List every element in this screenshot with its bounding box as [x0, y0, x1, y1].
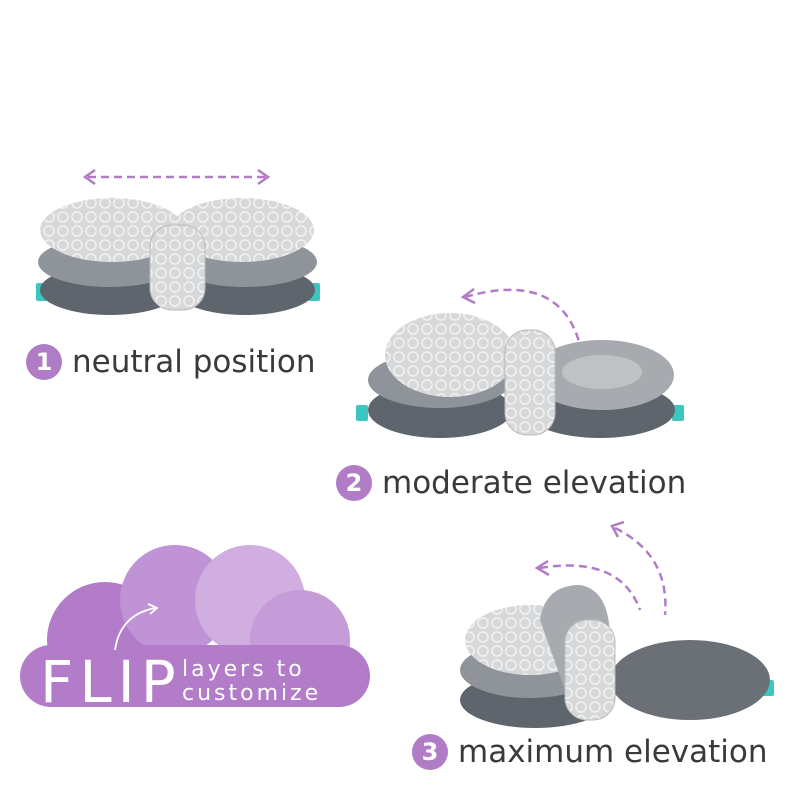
flip-badge-shape — [20, 545, 370, 707]
step-1-label: 1 neutral position — [26, 344, 316, 380]
step-3-label: 3 maximum elevation — [412, 734, 768, 770]
flip-subtitle-line1: layers to — [182, 657, 305, 682]
flip-title: FLIP — [40, 648, 182, 716]
flip-subtitle-line2: customize — [182, 681, 322, 706]
step-number-badge: 1 — [26, 344, 62, 380]
step-text: moderate elevation — [382, 465, 687, 501]
flip-subtitle: layers to customize — [182, 658, 321, 706]
flip-arrow-icon — [114, 607, 156, 651]
pillow-neutral — [36, 168, 320, 315]
pillow-moderate — [356, 287, 684, 438]
step-text: neutral position — [72, 344, 316, 380]
step-2-label: 2 moderate elevation — [336, 465, 686, 501]
pillow-maximum — [460, 520, 774, 728]
step-text: maximum elevation — [458, 734, 768, 770]
step-number-badge: 3 — [412, 734, 448, 770]
step-number-badge: 2 — [336, 465, 372, 501]
